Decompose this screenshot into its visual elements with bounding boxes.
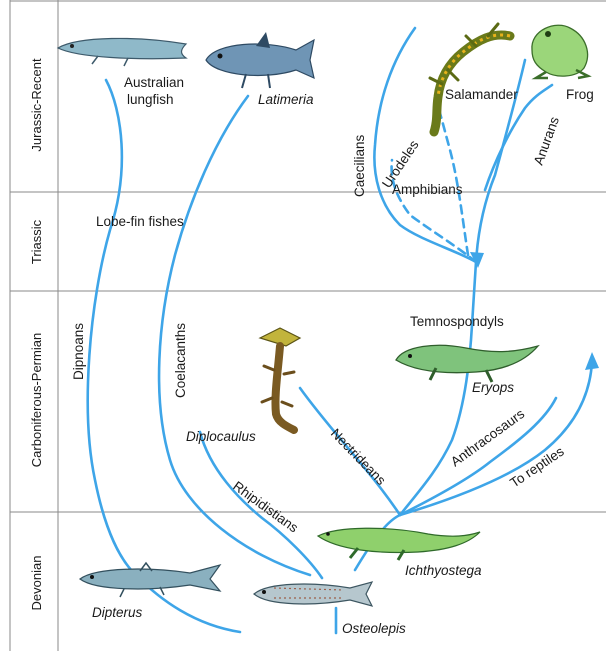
period-carboniferous-permian: Carboniferous-Permian xyxy=(29,333,44,467)
label-rhipidistians: Rhipidistians xyxy=(230,478,301,535)
osteolepis-icon xyxy=(254,582,372,606)
label-to-reptiles: To reptiles xyxy=(507,444,567,491)
coelacanth-icon xyxy=(206,32,314,88)
ichthyostega-icon xyxy=(318,528,480,560)
label-coelacanths: Coelacanths xyxy=(173,323,188,398)
period-jurassic-recent: Jurassic-Recent xyxy=(29,58,44,152)
label-dipterus: Dipterus xyxy=(92,605,143,620)
label-dipnoans: Dipnoans xyxy=(71,323,86,380)
label-salamander: Salamander xyxy=(445,87,518,102)
period-triassic: Triassic xyxy=(29,219,44,264)
label-anurans: Anurans xyxy=(531,114,562,167)
diplocaulus-icon xyxy=(260,328,300,430)
urodele-upper xyxy=(436,100,468,255)
label-lobe-fin-fishes: Lobe-fin fishes xyxy=(96,214,184,229)
frog-icon xyxy=(532,25,588,78)
label-latimeria: Latimeria xyxy=(258,92,314,107)
label-australian-lungfish-1: Australian xyxy=(124,75,184,90)
label-australian-lungfish-2: lungfish xyxy=(127,92,174,107)
anthracosaur-branch xyxy=(400,398,556,515)
lungfish-icon xyxy=(58,38,186,66)
label-diplocaulus: Diplocaulus xyxy=(186,429,256,444)
label-amphibians: Amphibians xyxy=(392,182,463,197)
label-osteolepis: Osteolepis xyxy=(342,621,406,636)
dipnoan-branch xyxy=(88,80,240,632)
label-ichthyostega: Ichthyostega xyxy=(405,563,482,578)
dipterus-icon xyxy=(80,563,220,597)
label-frog: Frog xyxy=(566,87,594,102)
label-eryops: Eryops xyxy=(472,380,514,395)
label-temnospondyls: Temnospondyls xyxy=(410,314,504,329)
reptile-arrowhead xyxy=(585,352,599,370)
label-nectrideans: Nectrideans xyxy=(328,426,389,488)
label-caecilians: Caecilians xyxy=(352,134,367,197)
urodele-branch xyxy=(392,160,476,262)
period-devonian: Devonian xyxy=(29,556,44,611)
